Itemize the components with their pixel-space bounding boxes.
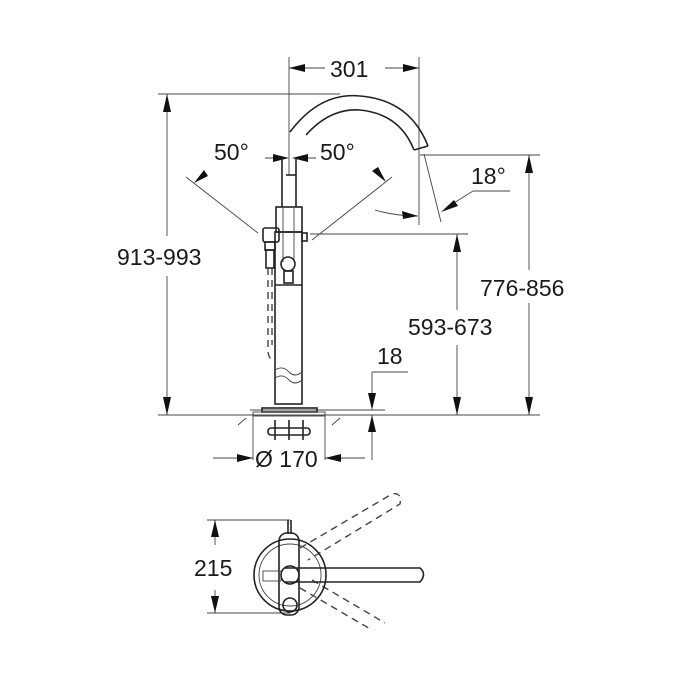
dim-handle-height: 593-673 [408,234,492,415]
dim-base-diameter: Ø 170 [213,446,365,472]
base-mount [237,407,341,460]
base-diameter-label: Ø 170 [255,446,318,472]
spout [289,94,429,151]
dim-outlet-height: 776-856 [480,155,564,415]
base-thickness-label: 18 [377,343,403,369]
handle-height-label: 593-673 [408,314,492,340]
plan-depth-label: 215 [194,555,232,581]
handshower [262,227,280,363]
dim-total-height: 913-993 [117,94,201,415]
side-elevation-view: 301 913-993 50° 50° [117,56,564,472]
spout-reach-label: 301 [330,56,368,82]
dim-base-thickness: 18 [368,343,408,460]
dim-swivel: 50° 50° [185,139,393,241]
top-plan-view: 215 [194,493,425,631]
dim-outlet-angle: 18° [374,153,540,223]
dim-plan-depth: 215 [194,519,290,614]
total-height-label: 913-993 [117,244,201,270]
outlet-angle-label: 18° [471,163,506,189]
swivel-right-label: 50° [320,139,355,165]
outlet-height-label: 776-856 [480,275,564,301]
swivel-left-label: 50° [214,139,249,165]
riser-pipe [274,158,308,405]
dim-spout-reach: 301 [288,56,420,225]
